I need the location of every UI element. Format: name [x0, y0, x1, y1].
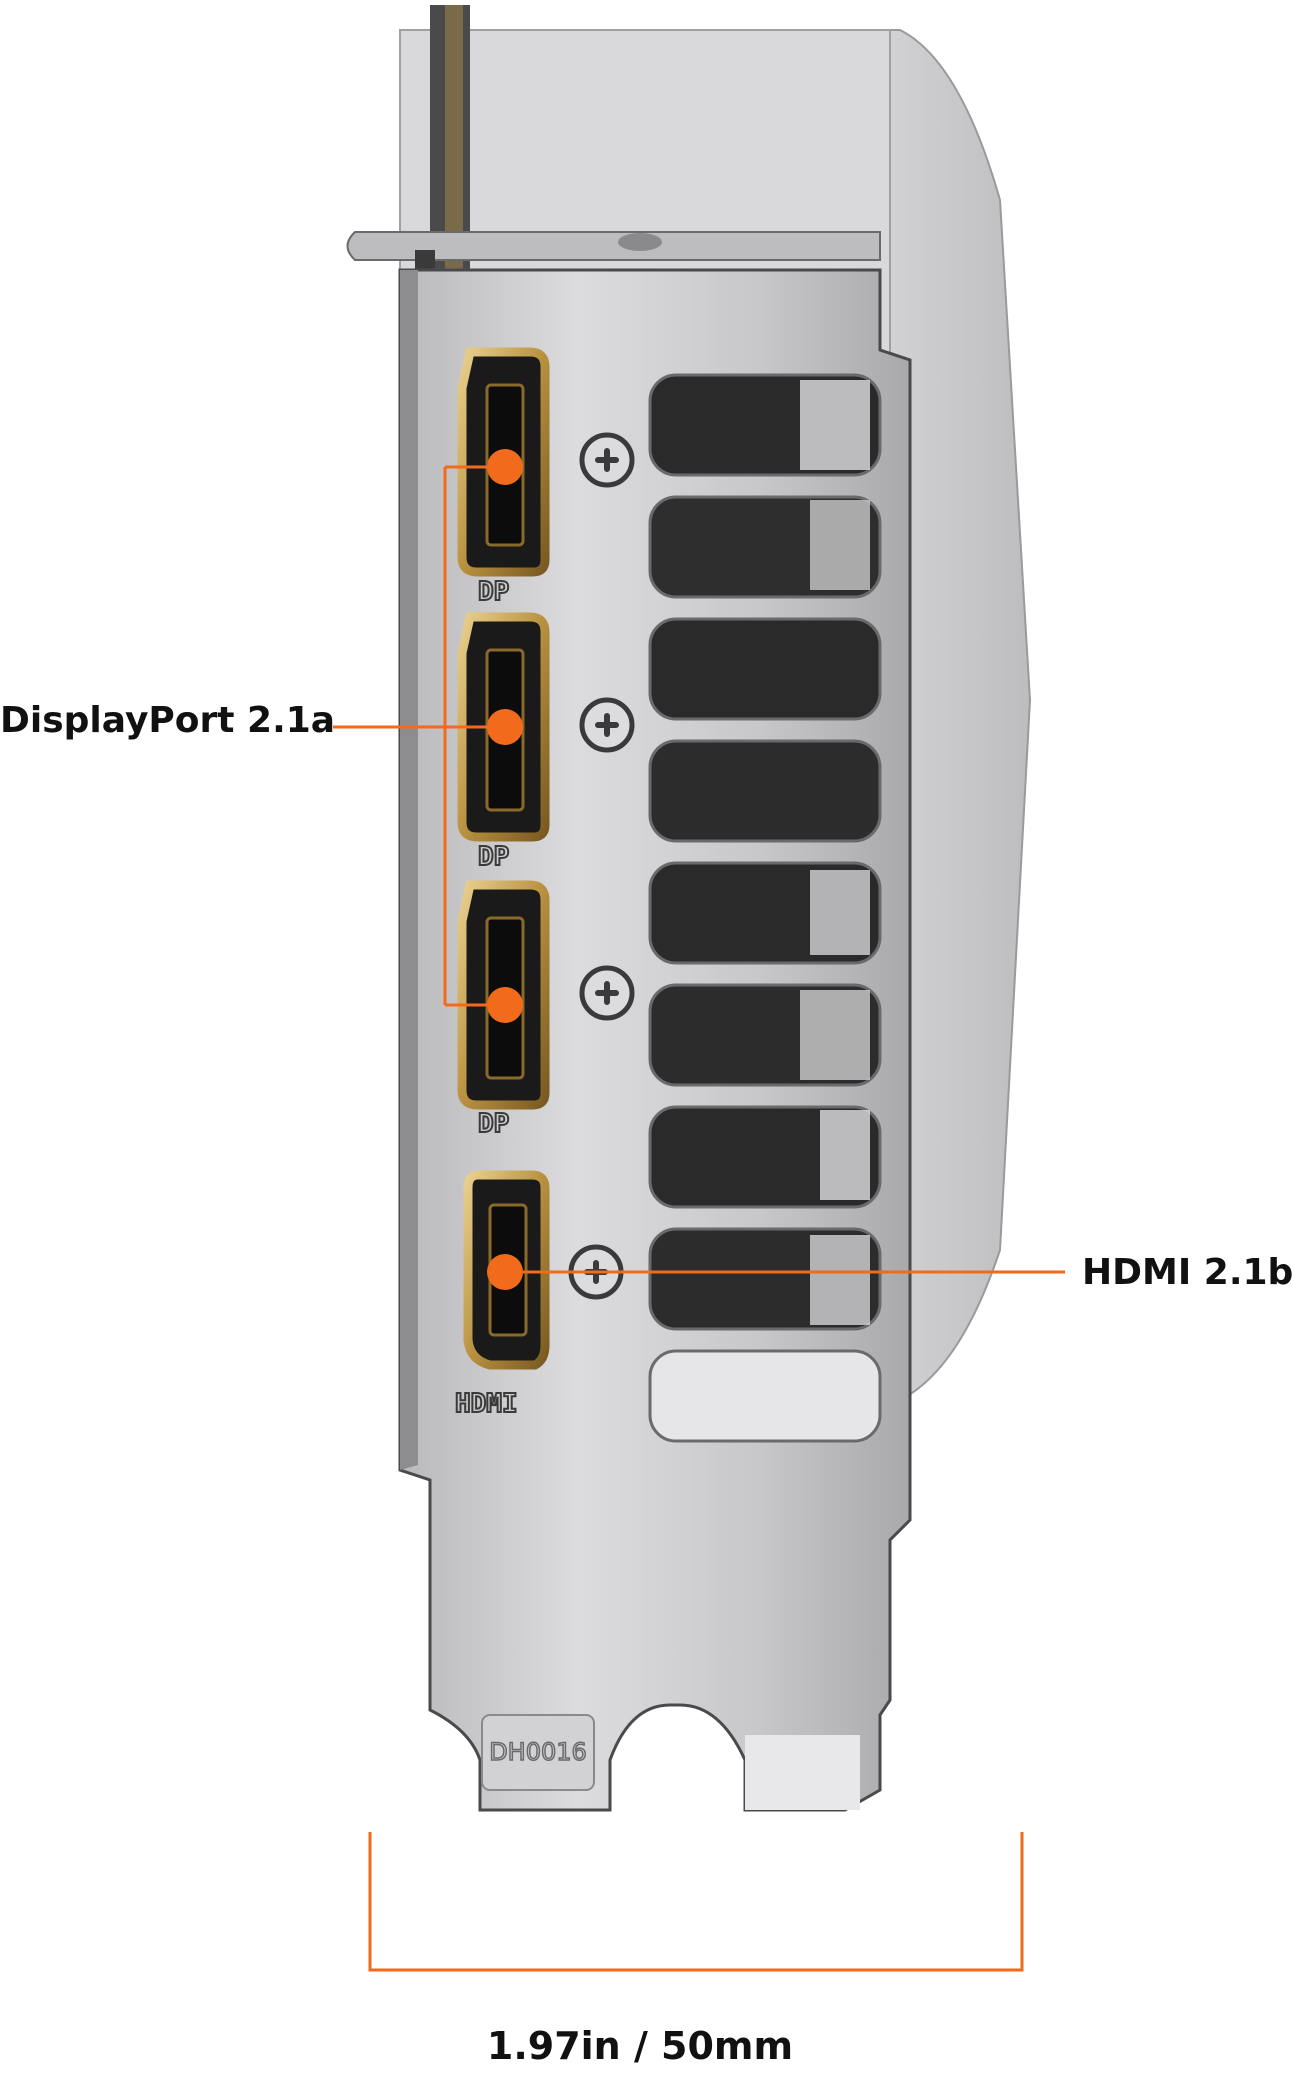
vent-slot: [648, 617, 882, 721]
dp-marking: DP: [478, 842, 509, 872]
bracket-code: DH0016: [489, 1738, 587, 1766]
hdmi-marking: HDMI: [455, 1389, 518, 1419]
displayport-callout-label: DisplayPort 2.1a: [0, 700, 336, 741]
bracket-code-plate: DH0016: [481, 1714, 595, 1791]
bracket-top-tab: [346, 231, 881, 320]
width-dimension-label: 1.97in / 50mm: [486, 2024, 794, 2068]
callout-dot: [487, 987, 523, 1023]
callout-dot: [487, 1254, 523, 1290]
bracket-edge-shadow: [400, 270, 418, 1470]
bracket-tab: [745, 1735, 860, 1810]
hdmi-callout-label: HDMI 2.1b: [1082, 1252, 1293, 1293]
dp-marking: DP: [478, 577, 509, 607]
screw-icon: [579, 432, 635, 488]
vent-cutouts: [648, 373, 882, 1443]
port-markings: DP DP DP HDMI: [454, 576, 519, 1420]
screw-icon: [579, 697, 635, 753]
callout-dot: [487, 709, 523, 745]
vent-slot: [648, 1349, 882, 1443]
screw-icon: [579, 965, 635, 1021]
callout-dot: [487, 449, 523, 485]
dp-marking: DP: [478, 1109, 509, 1139]
vent-slot: [648, 739, 882, 843]
dimension-bracket: [368, 1832, 1024, 1972]
